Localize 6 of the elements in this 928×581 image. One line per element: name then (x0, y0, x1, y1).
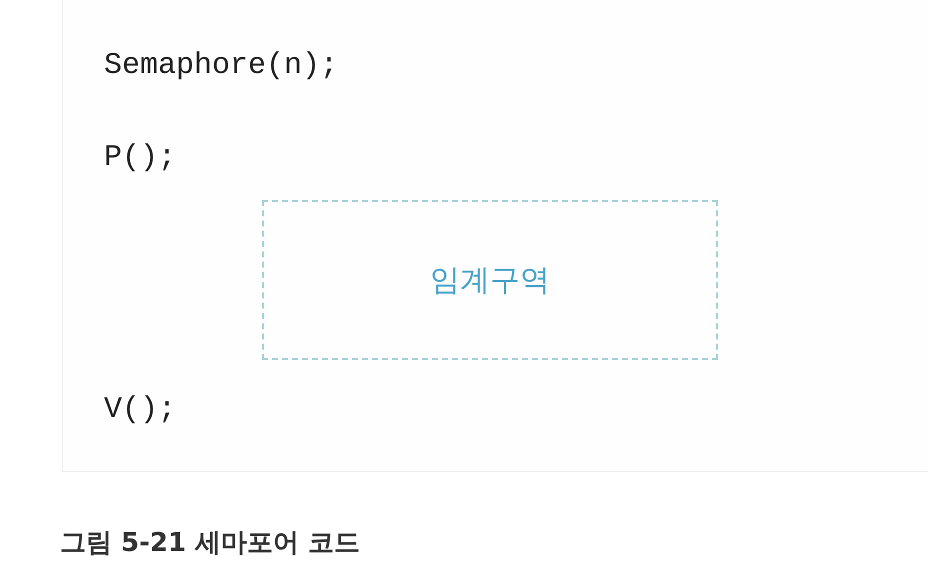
figure-caption: 그림 5-21 세마포어 코드 (60, 527, 360, 560)
code-line: P(); (104, 140, 176, 177)
code-line: Semaphore(n); (104, 48, 338, 85)
code-line: V(); (104, 392, 176, 429)
critical-section-box (262, 200, 718, 360)
box-label: 임계구역 (430, 262, 550, 300)
